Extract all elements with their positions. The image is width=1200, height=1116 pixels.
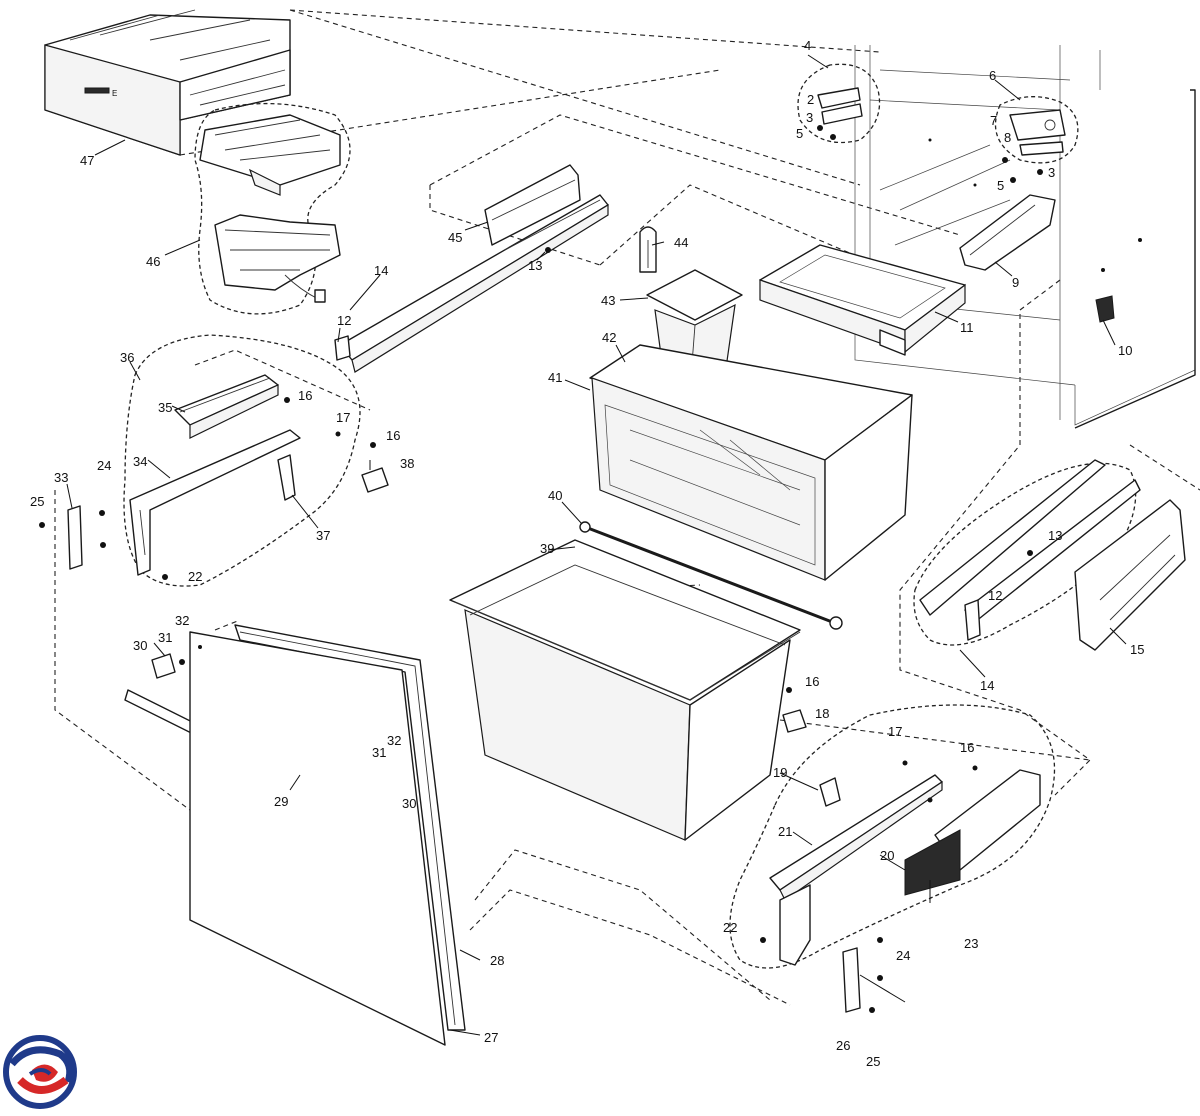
callout-15: 15	[1130, 642, 1144, 657]
part-23-right-slide-group	[729, 704, 1056, 969]
callout-16-d: 16	[960, 740, 974, 755]
part-6-hinge-group	[994, 96, 1079, 183]
callout-12-upper: 12	[337, 313, 351, 328]
callout-23: 23	[964, 936, 978, 951]
part-26-right-hinge	[842, 937, 883, 1013]
callout-19: 19	[773, 765, 787, 780]
callout-39: 39	[540, 541, 554, 556]
callout-5-right: 5	[997, 178, 1004, 193]
callout-14-right: 14	[980, 678, 994, 693]
callout-29: 29	[274, 794, 288, 809]
callout-21: 21	[778, 824, 792, 839]
part-9-rail	[959, 194, 1056, 271]
callout-32-left: 32	[175, 613, 189, 628]
part-47-ice-bin: E	[44, 9, 291, 156]
callout-38: 38	[400, 456, 414, 471]
part-33-left-hinge	[39, 505, 106, 570]
part-45-rail-cover	[484, 164, 581, 246]
callout-37: 37	[316, 528, 330, 543]
callout-34: 34	[133, 454, 147, 469]
leader-lines	[66, 54, 1127, 1036]
part-11-tray	[759, 244, 966, 356]
part-12-end-cap	[334, 335, 351, 361]
callout-40: 40	[548, 488, 562, 503]
callout-3-right: 3	[1048, 165, 1055, 180]
part-40-axle	[579, 521, 843, 630]
callout-13-upper: 13	[528, 258, 542, 273]
part-41-upper-drawer	[589, 344, 913, 581]
callout-41: 41	[548, 370, 562, 385]
callout-7: 7	[990, 113, 997, 128]
svg-text:E: E	[112, 89, 117, 98]
callout-labels: 47 46 45 44 43 42 41 40 39 38 37 36 35 3…	[30, 38, 1144, 1069]
part-36-left-slide-group	[123, 334, 361, 587]
callout-17-right: 17	[888, 724, 902, 739]
callout-18: 18	[815, 706, 829, 721]
brand-swirl-logo	[3, 1035, 77, 1109]
callout-16-c: 16	[805, 674, 819, 689]
callout-36: 36	[120, 350, 134, 365]
callout-16-a: 16	[298, 388, 312, 403]
part-28-door-gasket	[234, 624, 466, 1031]
part-13-screw	[545, 247, 551, 253]
callout-26: 26	[836, 1038, 850, 1053]
callout-31-left: 31	[158, 630, 172, 645]
callout-2: 2	[807, 92, 814, 107]
callout-47: 47	[80, 153, 94, 168]
callout-27: 27	[484, 1030, 498, 1045]
callout-22-right: 22	[723, 920, 737, 935]
callout-30-right: 30	[402, 796, 416, 811]
callout-46: 46	[146, 254, 160, 269]
callout-11: 11	[960, 320, 974, 335]
callout-42: 42	[602, 330, 616, 345]
part-38-roller	[361, 442, 389, 493]
callout-24-left: 24	[97, 458, 111, 473]
callout-44: 44	[674, 235, 688, 250]
callout-25-left: 25	[30, 494, 44, 509]
part-27-door-panel	[189, 631, 446, 1046]
callout-10: 10	[1118, 343, 1132, 358]
callout-17-left: 17	[336, 410, 350, 425]
callout-33: 33	[54, 470, 68, 485]
callout-5-left: 5	[796, 126, 803, 141]
part-46-icemaker-group	[194, 102, 351, 315]
callout-43: 43	[601, 293, 615, 308]
callout-45: 45	[448, 230, 462, 245]
callout-25-right: 25	[866, 1054, 880, 1069]
part-19-clip	[819, 777, 841, 807]
callout-35: 35	[158, 400, 172, 415]
callout-6: 6	[989, 68, 996, 83]
part-44-divider-clip	[639, 226, 657, 273]
part-4-hinge-group	[797, 63, 881, 144]
callout-28: 28	[490, 953, 504, 968]
callout-8: 8	[1004, 130, 1011, 145]
callout-24-right: 24	[896, 948, 910, 963]
part-18-roller	[782, 687, 807, 733]
callout-22-left: 22	[188, 569, 202, 584]
part-39-lower-drawer	[449, 539, 801, 841]
part-10-clip	[1095, 295, 1115, 323]
callout-9: 9	[1012, 275, 1019, 290]
callout-30-left: 30	[133, 638, 147, 653]
callout-4: 4	[804, 38, 811, 53]
callout-32-right: 32	[387, 733, 401, 748]
callout-20: 20	[880, 848, 894, 863]
part-15-bracket	[1074, 499, 1186, 651]
callout-16-b: 16	[386, 428, 400, 443]
callout-13-right: 13	[1048, 528, 1062, 543]
callout-12-right: 12	[988, 588, 1002, 603]
callout-31-right: 31	[372, 745, 386, 760]
part-14-upper-slide-rail	[339, 194, 609, 373]
callout-3-left: 3	[806, 110, 813, 125]
callout-14-upper: 14	[374, 263, 388, 278]
